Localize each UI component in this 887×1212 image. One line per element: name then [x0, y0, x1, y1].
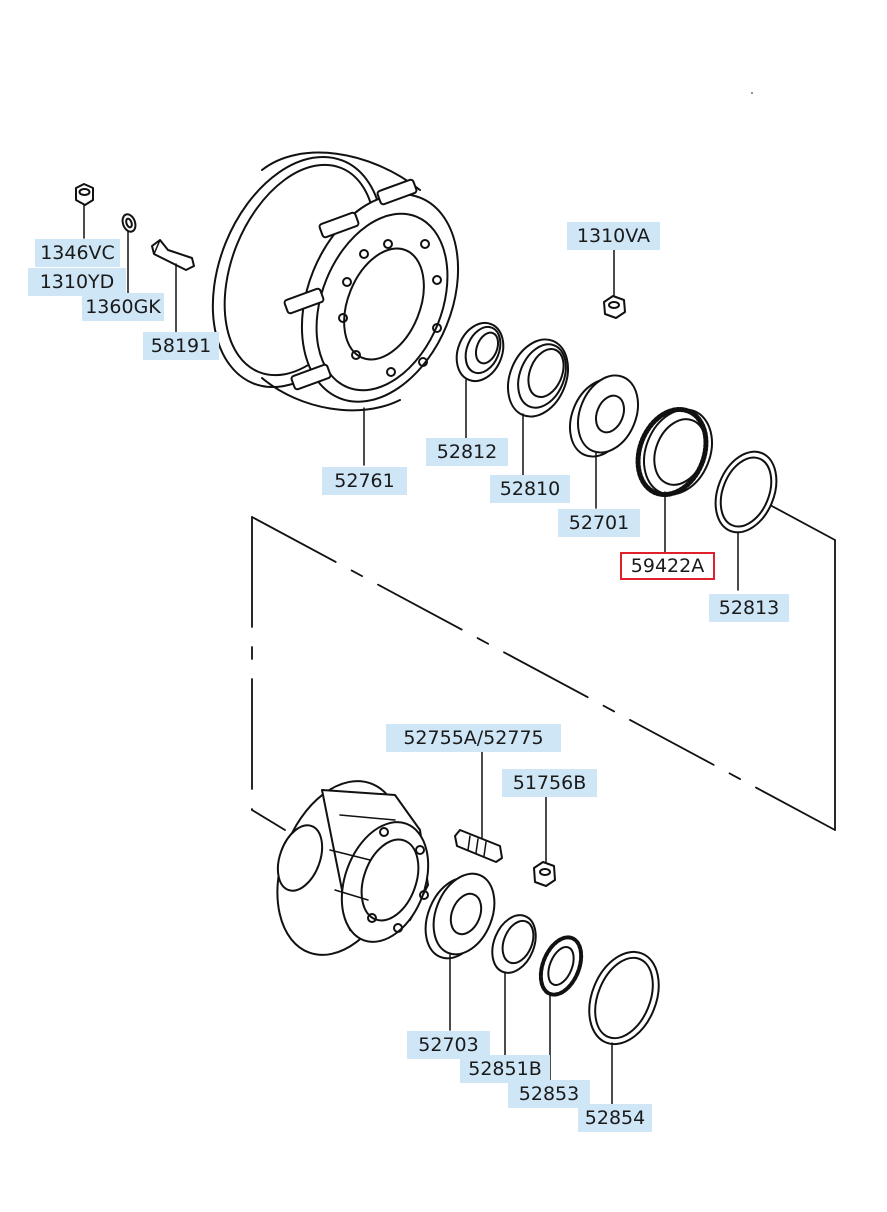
part-label-52813[interactable]: 52813 [709, 594, 789, 622]
part-label-52755a-52775[interactable]: 52755A/52775 [386, 724, 561, 752]
seal-52810-icon [507, 338, 569, 476]
part-label-52761[interactable]: 52761 [322, 467, 407, 495]
part-label-52810[interactable]: 52810 [490, 475, 570, 503]
ring-52854-icon [588, 950, 660, 1105]
part-label-1360gk[interactable]: 1360GK [82, 293, 164, 321]
bolt-58191-icon [151, 239, 195, 333]
tone-wheel-59422a-icon [635, 406, 713, 553]
nut-1346vc-icon [75, 183, 94, 239]
seal-52812-icon [455, 321, 505, 439]
assembly-bracket-lines [251, 504, 836, 831]
ring-52813-icon [714, 450, 778, 591]
part-label-58191[interactable]: 58191 [143, 332, 219, 360]
lock-washer-52853-icon [538, 935, 584, 1081]
part-label-51756b[interactable]: 51756B [502, 769, 597, 797]
nut-1310va-icon [603, 249, 626, 319]
washer-1360gk-icon [121, 213, 137, 294]
part-label-59422a-selected[interactable]: 59422A [620, 552, 715, 580]
bearing-52703-icon [424, 872, 496, 1031]
part-label-52703[interactable]: 52703 [407, 1031, 490, 1059]
washer-52851b-icon [491, 914, 537, 1056]
part-label-1310yd[interactable]: 1310YD [28, 268, 126, 296]
stud-52755a-icon [454, 751, 503, 863]
stray-dot [751, 92, 753, 94]
part-label-52701[interactable]: 52701 [558, 509, 640, 537]
hub-assembly-icon [276, 780, 430, 956]
bearing-52701-icon [569, 374, 639, 509]
part-label-52851b[interactable]: 52851B [460, 1055, 550, 1083]
part-label-1310va[interactable]: 1310VA [567, 222, 660, 250]
part-label-52853[interactable]: 52853 [508, 1080, 590, 1108]
brake-drum-52761-icon [211, 151, 460, 466]
nut-51756b-icon [533, 796, 556, 887]
part-label-52812[interactable]: 52812 [426, 438, 508, 466]
part-label-1346vc[interactable]: 1346VC [35, 239, 120, 267]
part-label-52854[interactable]: 52854 [578, 1104, 652, 1132]
